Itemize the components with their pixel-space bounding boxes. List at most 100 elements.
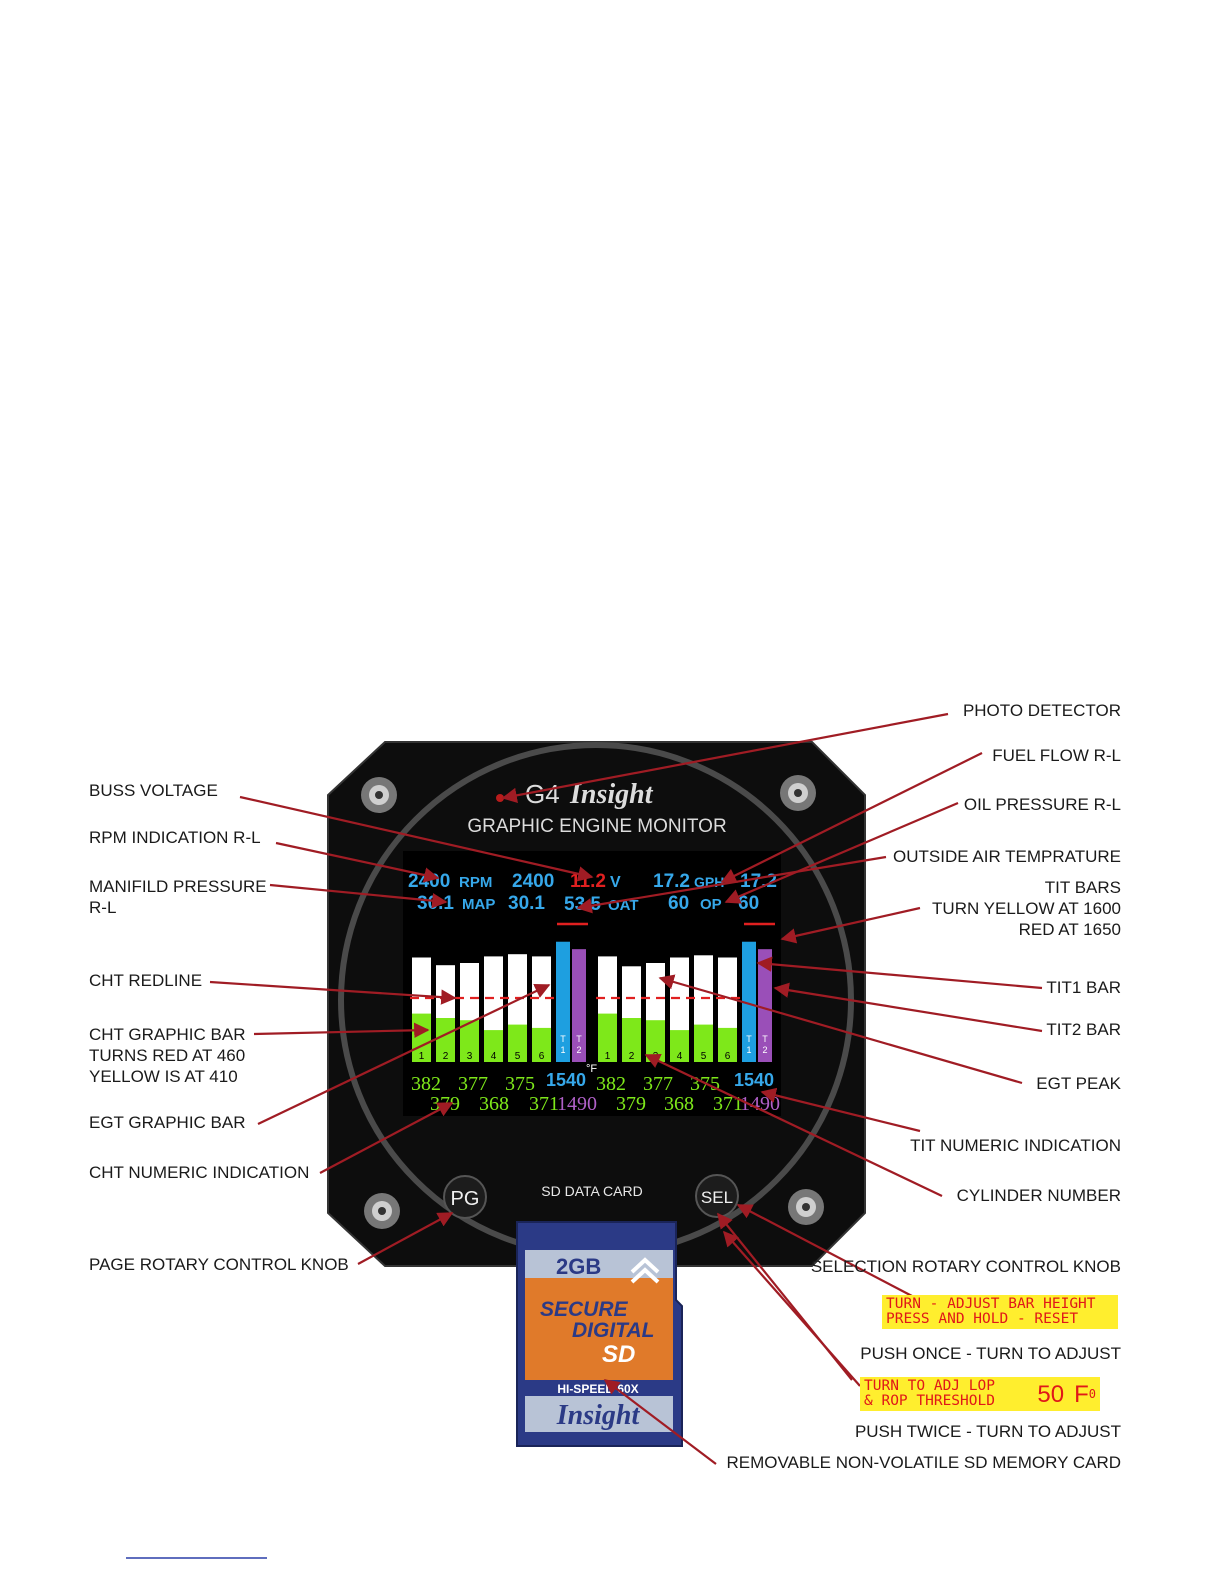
label-cht-redline: CHT REDLINE [89, 971, 203, 990]
tit1-right-value: 1540 [734, 1070, 774, 1090]
highlight-press-reset: PRESS AND HOLD - RESET [886, 1311, 1079, 1327]
leader-page-knob [357, 1212, 454, 1265]
ff-left-value: 17.2 [653, 871, 690, 892]
left-cht-bar-6 [532, 1027, 551, 1062]
numeric-readouts: 382 377 375 1540 379 368 371 1490 382 37… [411, 1070, 780, 1115]
device-subtitle: GRAPHIC ENGINE MONITOR [467, 816, 726, 837]
sd-eject-chevron-icon [630, 1257, 660, 1284]
rpm-right-value: 2400 [512, 871, 554, 892]
label-tit1-bar: TIT1 BAR [1046, 978, 1121, 997]
leader-push-twice [722, 1230, 861, 1387]
right-cylinder-number-2: 2 [629, 1051, 635, 1062]
cht-left-6: 371 [529, 1093, 559, 1115]
threshold-degree: 0 [1088, 1386, 1096, 1401]
leader-manifold [269, 883, 448, 909]
right-cht-bar-4 [670, 1030, 689, 1062]
label-cht-graphic-bar-2: TURNS RED AT 460 [89, 1046, 246, 1065]
left-cht-bar-5 [508, 1024, 527, 1062]
leader-rpm [275, 841, 440, 883]
map-right-value: 30.1 [508, 893, 545, 914]
left-tit2-label-2: 2 [576, 1045, 581, 1055]
leader-tit2-bar [773, 982, 1043, 1033]
leader-selection-knob [736, 1204, 913, 1297]
label-cylinder-number: CYLINDER NUMBER [956, 1186, 1121, 1205]
sd-slot-label: SD DATA CARD [541, 1183, 642, 1199]
highlight-turn-lop: TURN TO ADJ LOP [864, 1378, 995, 1394]
leader-tit1-bar [756, 956, 1043, 990]
right-tit1-label-2: 1 [746, 1045, 751, 1055]
leader-fuel-flow [720, 752, 983, 883]
left-cht-bar-4 [484, 1030, 503, 1062]
label-tit2-bar: TIT2 BAR [1046, 1020, 1121, 1039]
tit1-left-value: 1540 [546, 1070, 586, 1090]
label-oat: OUTSIDE AIR TEMPRATURE [893, 847, 1121, 866]
label-manifold-pressure-2: R-L [89, 898, 117, 917]
right-cht-bar-3 [646, 1020, 665, 1062]
left-cylinder-number-2: 2 [443, 1051, 449, 1062]
screw-top-left [361, 777, 397, 813]
right-tit2-bar [758, 949, 772, 1062]
highlight-lop-threshold: TURN TO ADJ LOP & ROP THRESHOLD 50 F 0 [860, 1377, 1100, 1411]
label-buss-voltage: BUSS VOLTAGE [89, 781, 218, 800]
leader-sd-card [603, 1379, 717, 1465]
left-tit2-bar [572, 949, 586, 1062]
left-cylinder-number-1: 1 [419, 1051, 425, 1062]
label-egt-peak: EGT PEAK [1036, 1074, 1121, 1093]
leader-cylinder-number [644, 1054, 943, 1197]
op-right-value: 60 [738, 893, 759, 914]
rpm-unit: RPM [459, 874, 492, 891]
leader-egt-peak [658, 974, 1023, 1085]
label-photo-detector: PHOTO DETECTOR [962, 701, 1121, 720]
sel-knob[interactable]: SEL [695, 1174, 739, 1218]
highlight-rop: & ROP THRESHOLD [864, 1393, 995, 1409]
tit2-left-value: 1490 [557, 1093, 597, 1115]
leader-buss-voltage [239, 795, 594, 882]
cht-right-2: 379 [616, 1093, 646, 1115]
leader-cht-bar [253, 1022, 430, 1039]
leader-cht-numeric [319, 1102, 454, 1174]
label-tit-bars: TIT BARS [1044, 878, 1121, 897]
volts-unit: V [610, 874, 621, 891]
label-manifold-pressure: MANIFILD PRESSURE [89, 877, 267, 896]
left-tit1-label-1: T [560, 1034, 566, 1044]
op-left-value: 60 [668, 893, 689, 914]
leader-oat [576, 855, 887, 914]
cht-right-4: 368 [664, 1093, 694, 1115]
cht-right-1: 382 [596, 1073, 626, 1095]
right-cylinder-number-6: 6 [725, 1051, 731, 1062]
label-selection-knob: SELECTION ROTARY CONTROL KNOB [810, 1257, 1121, 1276]
leader-tit-bars [780, 906, 921, 944]
label-tit-bars-2: TURN YELLOW AT 1600 [932, 899, 1121, 918]
screw-bottom-right [788, 1189, 824, 1225]
leader-egt-bar [257, 984, 551, 1125]
screw-bottom-left [364, 1193, 400, 1229]
threshold-unit: F [1074, 1380, 1089, 1408]
left-cylinder-number-4: 4 [491, 1051, 497, 1062]
left-cylinder-number-3: 3 [467, 1051, 473, 1062]
cht-right-3: 377 [643, 1073, 673, 1095]
left-cht-bar-3 [460, 1020, 479, 1062]
right-tit2-label-1: T [762, 1034, 768, 1044]
leader-oil-pressure [724, 801, 959, 904]
label-tit-bars-3: RED AT 1650 [1018, 920, 1121, 939]
label-cht-graphic-bar-3: YELLOW IS AT 410 [89, 1067, 238, 1086]
label-push-twice: PUSH TWICE - TURN TO ADJUST [854, 1422, 1121, 1441]
right-cht-bar-6 [718, 1027, 737, 1062]
right-tit1-bar [742, 941, 756, 1062]
label-page-knob: PAGE ROTARY CONTROL KNOB [89, 1255, 349, 1274]
label-tit-numeric: TIT NUMERIC INDICATION [910, 1136, 1121, 1155]
pg-knob-label: PG [451, 1188, 480, 1210]
sd-logo: SD [602, 1341, 635, 1368]
label-fuel-flow: FUEL FLOW R-L [992, 746, 1121, 765]
sd-line-1: SECURE [540, 1298, 629, 1321]
pg-knob[interactable]: PG [443, 1175, 487, 1219]
label-rpm-indication: RPM INDICATION R-L [89, 828, 261, 847]
label-cht-graphic-bar: CHT GRAPHIC BAR [89, 1025, 246, 1044]
left-cylinder-number-6: 6 [539, 1051, 545, 1062]
left-cylinder-number-5: 5 [515, 1051, 521, 1062]
cht-left-3: 377 [458, 1073, 488, 1095]
highlight-turn-adjust: TURN - ADJUST BAR HEIGHT [886, 1296, 1096, 1312]
right-cylinder-number-4: 4 [677, 1051, 683, 1062]
left-cht-bar-2 [436, 1018, 455, 1062]
